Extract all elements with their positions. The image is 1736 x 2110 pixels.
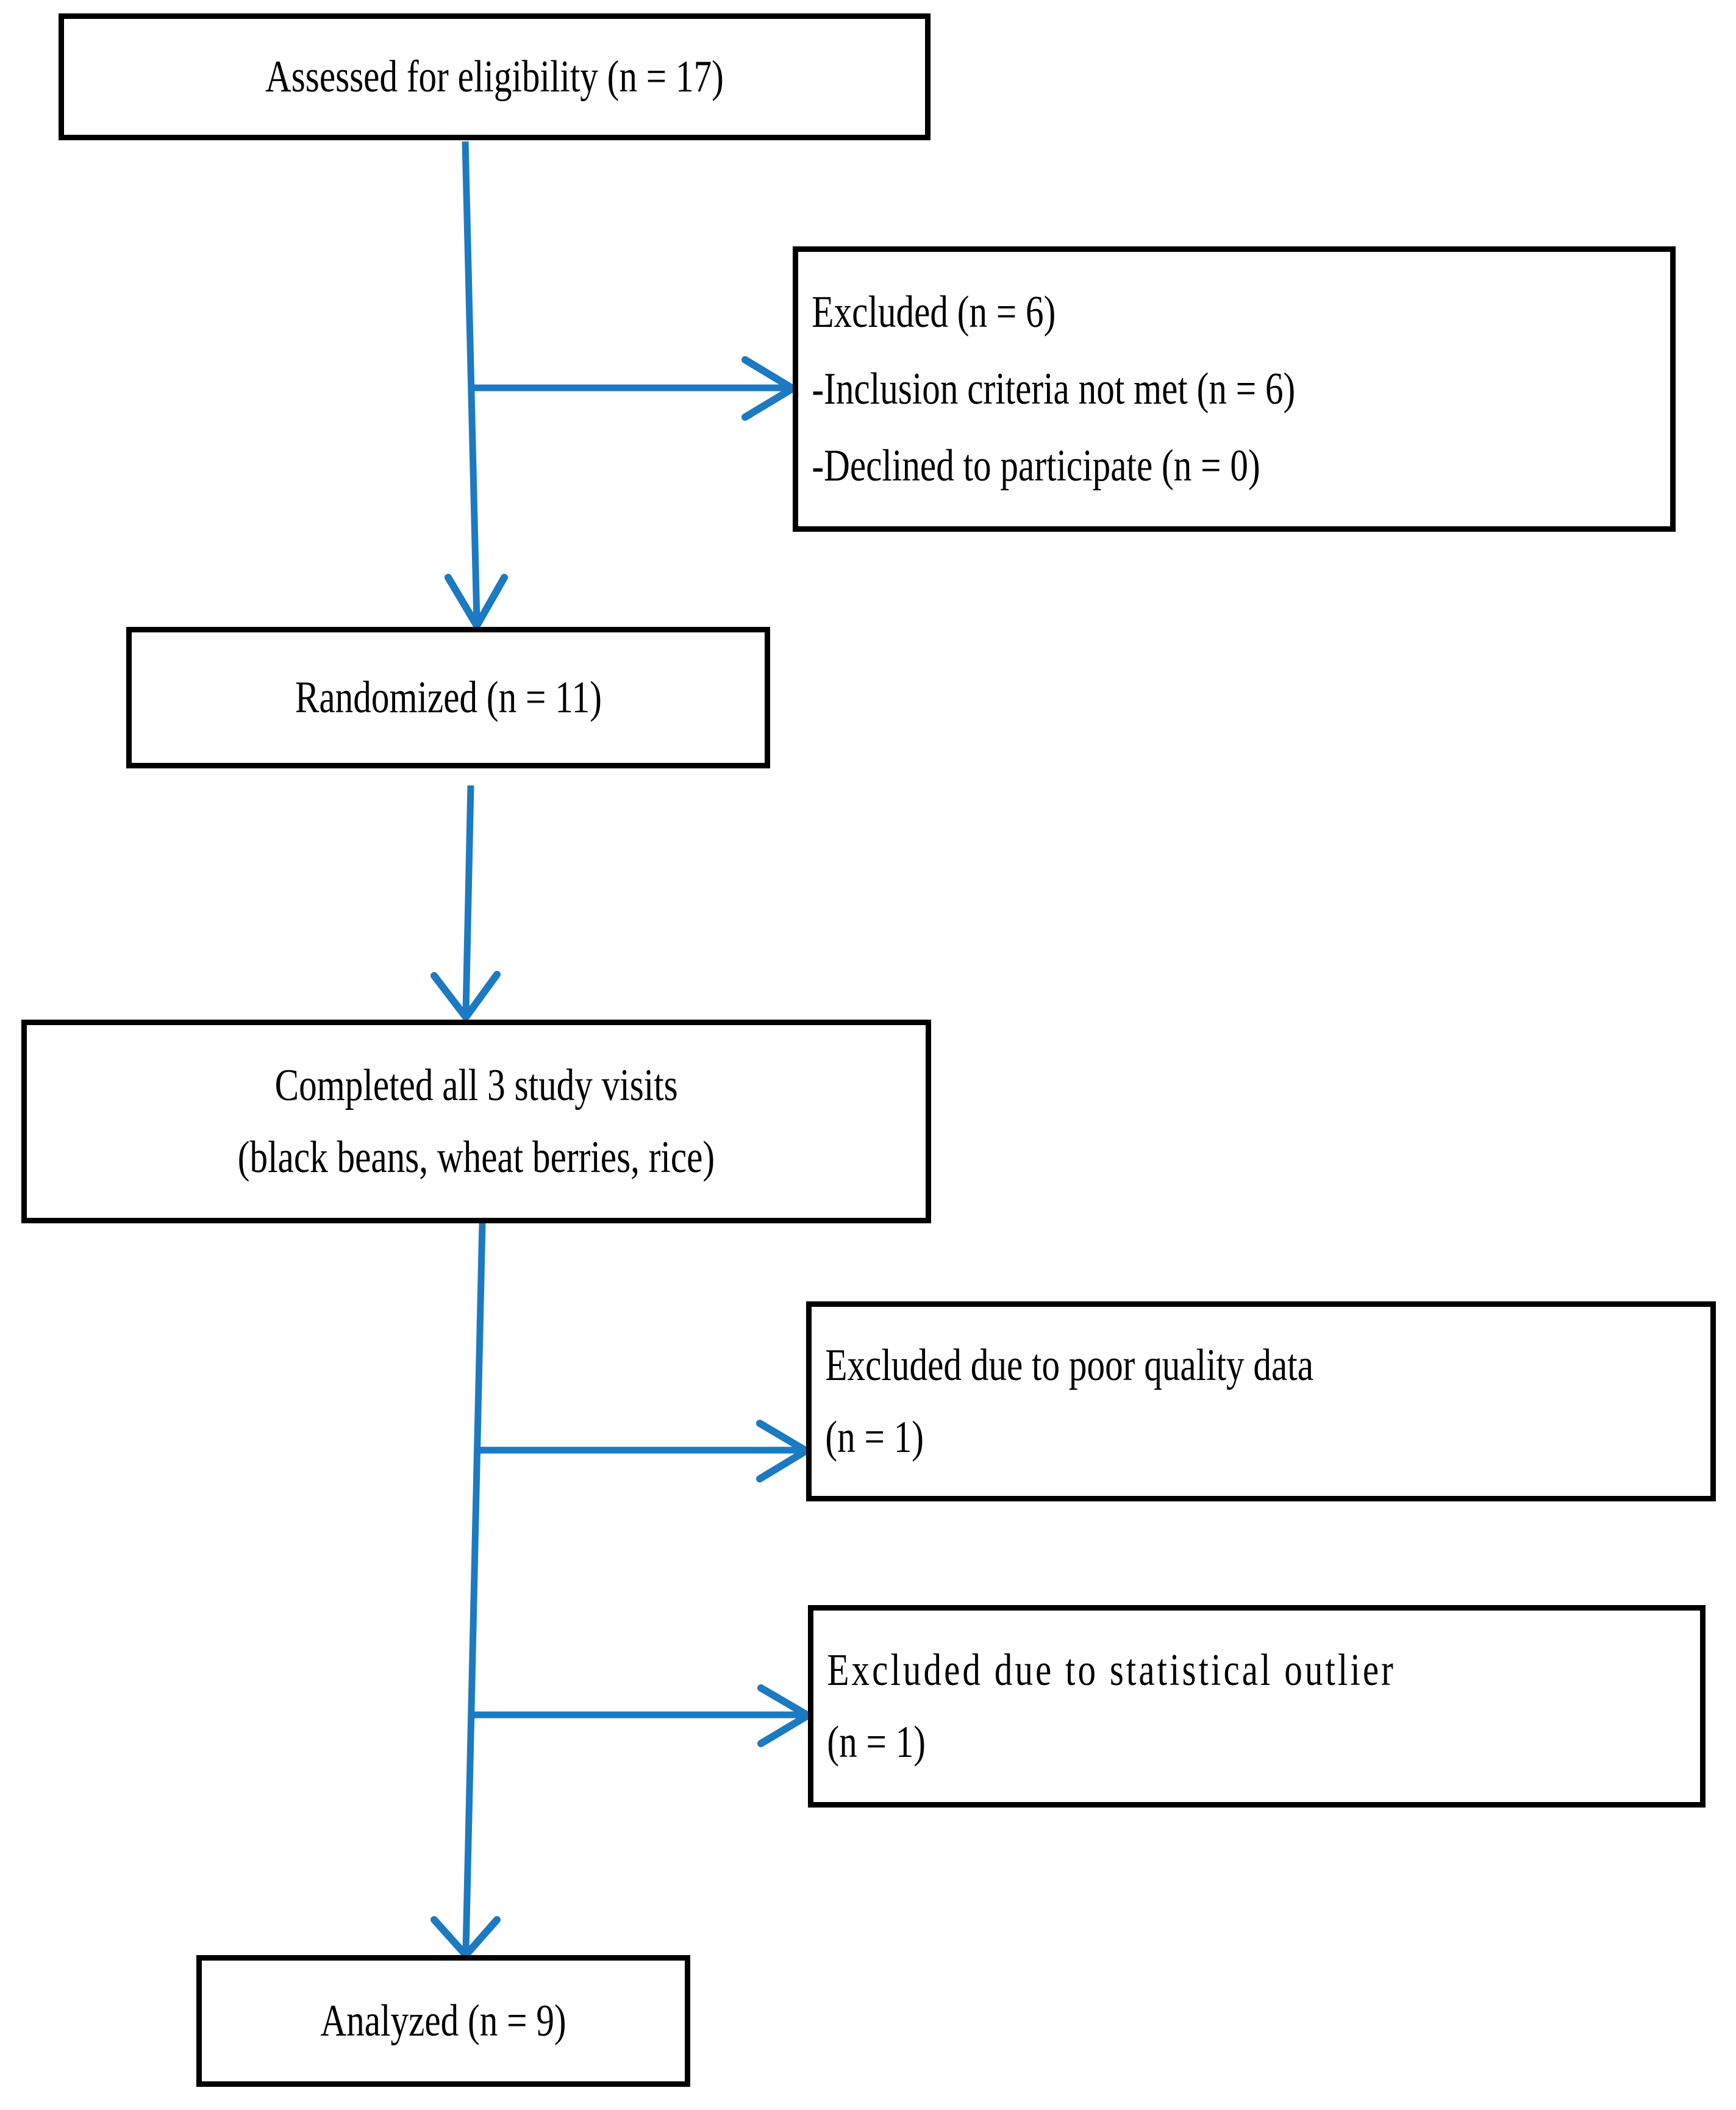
edge-completed-to-outlier [471, 1684, 812, 1747]
node-excluded-poor-quality: Excluded due to poor quality data (n = 1… [806, 1301, 1716, 1501]
node-poor-quality-line-2: (n = 1) [825, 1412, 924, 1462]
node-analyzed: Analyzed (n = 9) [196, 1955, 690, 2087]
node-randomized: Randomized (n = 11) [126, 627, 770, 768]
node-completed-visits: Completed all 3 study visits (black bean… [21, 1020, 931, 1223]
node-excluded-line-3: -Declined to participate (n = 0) [812, 441, 1260, 491]
node-poor-quality-line-1: Excluded due to poor quality data [825, 1340, 1314, 1390]
node-excluded-line-2: -Inclusion criteria not met (n = 6) [812, 364, 1296, 414]
node-excluded-statistical-outlier: Excluded due to statistical outlier (n =… [808, 1605, 1706, 1808]
node-assessed-line-1: Assessed for eligibility (n = 17) [265, 52, 724, 102]
node-excluded-line-1: Excluded (n = 6) [812, 287, 1056, 337]
node-analyzed-line-1: Analyzed (n = 9) [320, 1996, 566, 2046]
node-outlier-line-1: Excluded due to statistical outlier [827, 1645, 1396, 1695]
edge-randomized-to-completed [430, 785, 501, 1021]
edge-completed-to-analyzed [430, 1223, 501, 1959]
node-excluded-screening: Excluded (n = 6) -Inclusion criteria not… [793, 246, 1676, 532]
edge-completed-to-poor-quality [474, 1420, 810, 1482]
node-completed-line-2: (black beans, wheat berries, rice) [237, 1132, 715, 1182]
node-completed-line-1: Completed all 3 study visits [274, 1060, 678, 1110]
node-outlier-line-2: (n = 1) [827, 1717, 926, 1767]
node-assessed-for-eligibility: Assessed for eligibility (n = 17) [59, 13, 931, 140]
edge-assessed-to-excluded [471, 356, 796, 421]
node-randomized-line-1: Randomized (n = 11) [295, 673, 602, 723]
edge-assessed-to-randomized [445, 141, 508, 629]
